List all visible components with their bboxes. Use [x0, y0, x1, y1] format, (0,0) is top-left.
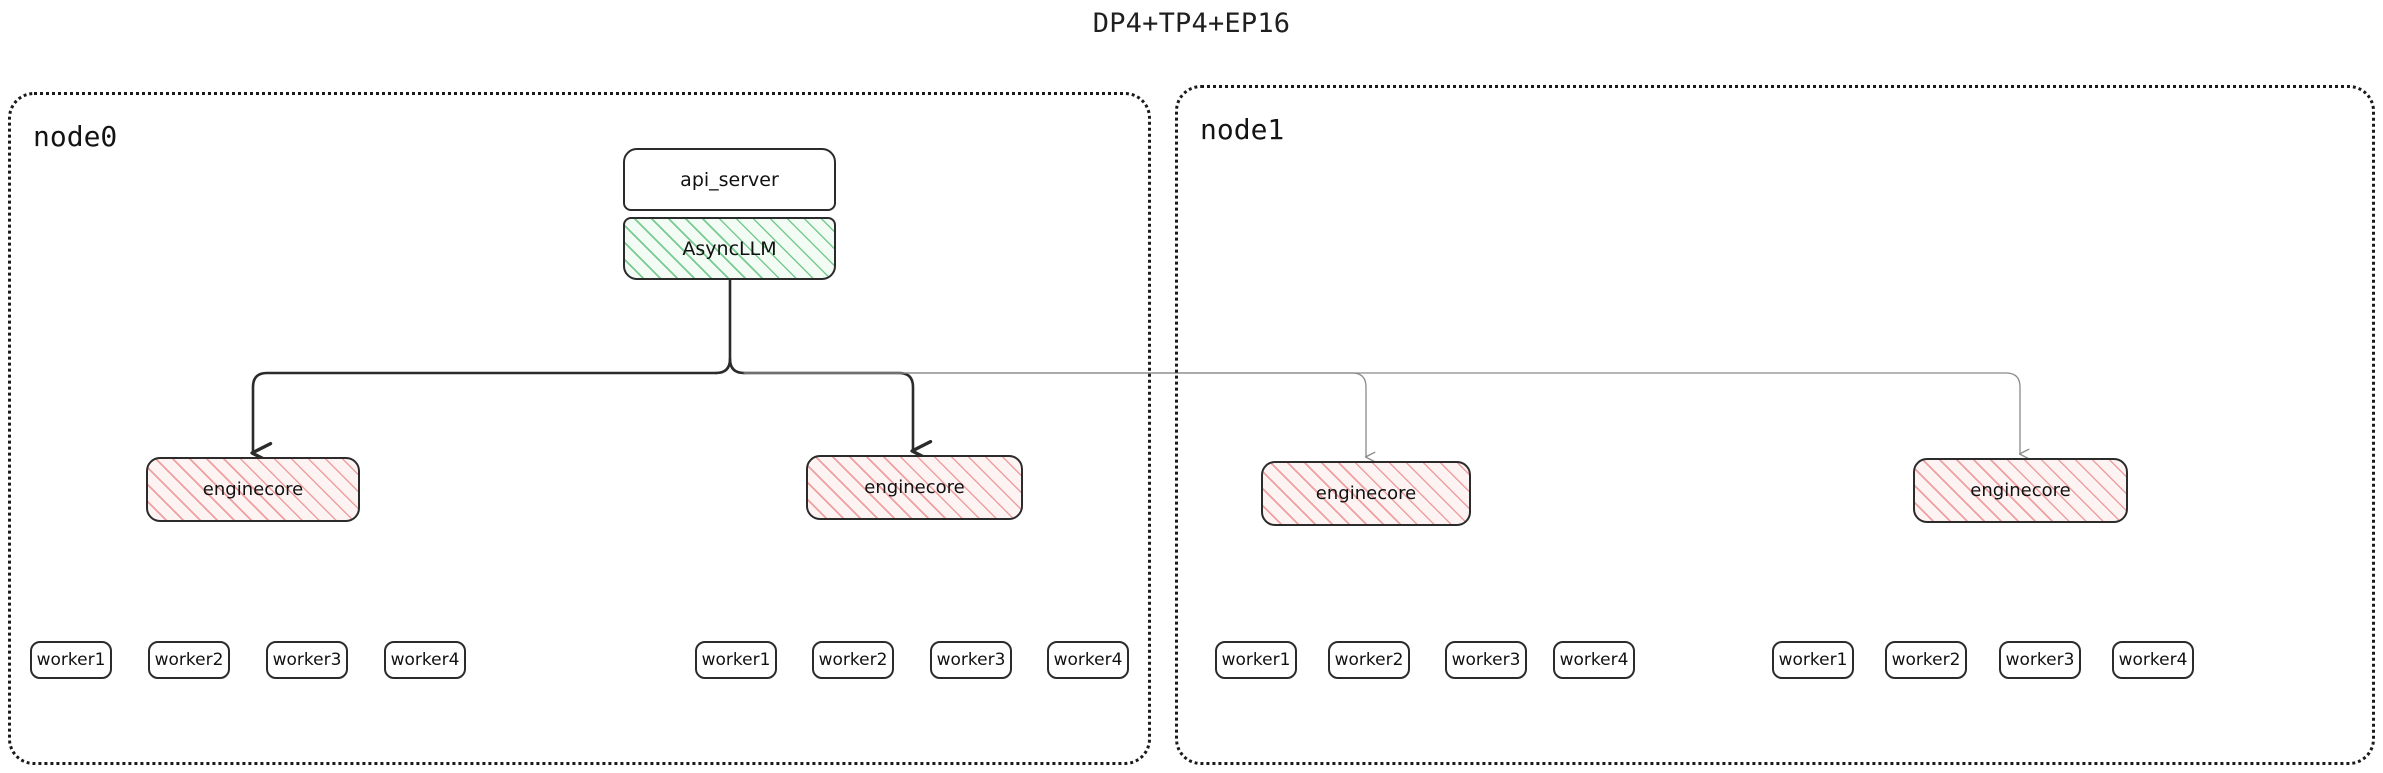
worker-label: worker2 [154, 650, 224, 670]
node-label-node0: node0 [33, 120, 118, 153]
worker-label: worker3 [1451, 650, 1521, 670]
worker-label: worker4 [1053, 650, 1123, 670]
page-title: DP4+TP4+EP16 [1092, 8, 1291, 39]
api-server-label: api_server [680, 168, 779, 191]
enginecore-node[interactable]: enginecore [1913, 458, 2128, 523]
worker-label: worker4 [390, 650, 460, 670]
worker-label: worker4 [1559, 650, 1629, 670]
worker-node[interactable]: worker1 [695, 641, 777, 679]
worker-node[interactable]: worker4 [1047, 641, 1129, 679]
node-container-node1 [1175, 85, 2375, 765]
worker-node[interactable]: worker1 [1215, 641, 1297, 679]
worker-node[interactable]: worker2 [1328, 641, 1410, 679]
worker-label: worker1 [36, 650, 106, 670]
enginecore-label: enginecore [864, 477, 965, 498]
enginecore-label: enginecore [202, 479, 304, 500]
worker-node[interactable]: worker4 [2112, 641, 2194, 679]
node-container-node0 [8, 92, 1151, 765]
api-server-node[interactable]: api_server [623, 148, 836, 211]
worker-node[interactable]: worker2 [1885, 641, 1967, 679]
worker-node[interactable]: worker3 [1445, 641, 1527, 679]
enginecore-node[interactable]: enginecore [146, 457, 360, 522]
enginecore-node[interactable]: enginecore [1261, 461, 1471, 526]
worker-node[interactable]: worker3 [930, 641, 1012, 679]
worker-node[interactable]: worker2 [812, 641, 894, 679]
enginecore-node[interactable]: enginecore [806, 455, 1023, 520]
worker-node[interactable]: worker2 [148, 641, 230, 679]
async-llm-label: AsyncLLM [682, 237, 777, 260]
node-label-node1: node1 [1200, 113, 1285, 146]
worker-node[interactable]: worker1 [1772, 641, 1854, 679]
enginecore-label: enginecore [1315, 483, 1417, 504]
async-llm-node[interactable]: AsyncLLM [623, 217, 836, 280]
enginecore-label: enginecore [1970, 480, 2071, 501]
worker-node[interactable]: worker4 [1553, 641, 1635, 679]
worker-label: worker4 [2118, 650, 2188, 670]
worker-label: worker3 [2005, 650, 2075, 670]
worker-node[interactable]: worker3 [266, 641, 348, 679]
worker-label: worker2 [1891, 650, 1961, 670]
worker-label: worker1 [701, 650, 771, 670]
worker-node[interactable]: worker4 [384, 641, 466, 679]
worker-label: worker2 [1334, 650, 1404, 670]
worker-label: worker3 [272, 650, 342, 670]
worker-label: worker3 [936, 650, 1006, 670]
worker-label: worker1 [1221, 650, 1291, 670]
worker-node[interactable]: worker1 [30, 641, 112, 679]
worker-node[interactable]: worker3 [1999, 641, 2081, 679]
worker-label: worker1 [1778, 650, 1848, 670]
worker-label: worker2 [818, 650, 888, 670]
